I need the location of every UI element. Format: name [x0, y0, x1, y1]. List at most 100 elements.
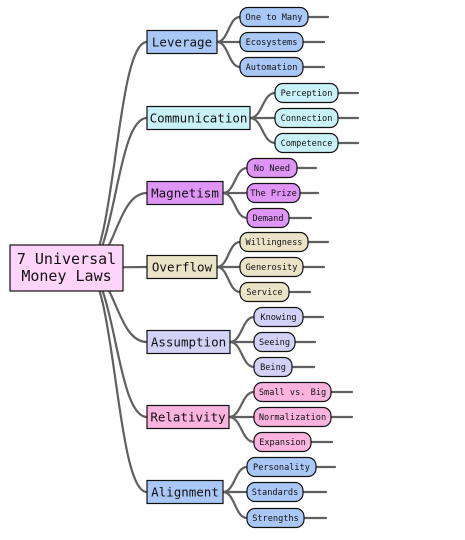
root-branch-connector: [82, 40, 149, 270]
leaf-label: Small vs. Big: [259, 388, 326, 398]
branch-leaf-connector: [227, 390, 256, 419]
leaf-label: Willingness: [246, 238, 303, 248]
leaf-node: Strengths: [246, 507, 305, 529]
leaf-box: [246, 182, 301, 204]
leaf-node: Generosity: [239, 256, 304, 278]
leaf-node: Automation: [239, 56, 304, 78]
branch-node-alignment: Alignment: [146, 479, 224, 505]
root-label-line: Money Laws: [21, 267, 111, 285]
leaf-box: [253, 406, 332, 428]
leaf-node: Seeing: [253, 331, 296, 353]
leaf-label: Personality: [253, 463, 310, 473]
leaf-node: Personality: [246, 456, 317, 478]
leaf-label: Generosity: [246, 263, 298, 273]
leaf-node: Knowing: [253, 306, 304, 328]
branch-leaf-connector: [221, 166, 249, 195]
root-label-line: 7 Universal: [17, 250, 116, 268]
leaf-node: Ecosystems: [239, 31, 304, 53]
branch-leaf-connector: [221, 465, 249, 494]
leaf-box: [253, 381, 332, 403]
leaf-box: [253, 356, 293, 378]
branch-leaf-connector: [228, 315, 256, 344]
branch-label: Overflow: [152, 260, 213, 275]
leaf-node: Normalization: [253, 406, 332, 428]
leaf-node: Demand: [246, 207, 290, 229]
branch-leaf-connector: [215, 40, 242, 69]
branch-node-overflow: Overflow: [146, 254, 218, 280]
leaf-box: [239, 6, 309, 28]
branch-label: Magnetism: [151, 186, 219, 201]
leaf-node: Competence: [274, 132, 339, 154]
leaf-node: Perception: [274, 82, 339, 104]
leaf-label: One to Many: [246, 13, 303, 23]
leaf-box: [239, 281, 290, 303]
leaf-node: No Need: [246, 157, 298, 179]
branch-box: [146, 29, 218, 55]
leaf-label: Ecosystems: [246, 38, 298, 48]
branch-node-assumption: Assumption: [146, 329, 231, 355]
leaf-label: Seeing: [259, 338, 290, 348]
branch-node-communication: Communication: [146, 105, 251, 131]
branch-label: Assumption: [151, 335, 226, 350]
leaf-box: [246, 207, 290, 229]
branch-node-relativity: Relativity: [146, 404, 230, 430]
leaf-box: [239, 31, 304, 53]
leaf-box: [274, 82, 339, 104]
branch-node-leverage: Leverage: [146, 29, 218, 55]
connectors: [82, 15, 360, 520]
branch-label: Communication: [150, 111, 248, 126]
leaf-label: The Prize: [250, 189, 297, 199]
leaf-node: Expansion: [253, 431, 312, 453]
leaf-label: Perception: [281, 89, 333, 99]
branch-box: [146, 404, 230, 430]
leaf-box: [239, 56, 304, 78]
branch-leaf-connector: [228, 340, 256, 369]
leaf-box: [246, 157, 298, 179]
leaf-label: No Need: [254, 164, 290, 174]
branch-box: [146, 180, 224, 206]
leaf-label: Competence: [281, 139, 333, 149]
leaf-node: One to Many: [239, 6, 309, 28]
leaf-node: Willingness: [239, 231, 309, 253]
branch-leaf-connector: [215, 15, 242, 44]
branch-box: [146, 254, 218, 280]
branch-leaf-connector: [215, 265, 242, 294]
leaf-label: Being: [260, 363, 286, 373]
leaf-label: Normalization: [259, 413, 326, 423]
branch-box: [146, 105, 251, 131]
leaf-node: Standards: [246, 481, 304, 503]
branch-label: Leverage: [152, 35, 212, 50]
leaf-box: [274, 132, 339, 154]
leaf-node: Service: [239, 281, 290, 303]
leaf-node: Small vs. Big: [253, 381, 332, 403]
root-branch-connector: [82, 266, 149, 494]
branch-leaf-connector: [248, 116, 277, 145]
leaf-box: [246, 481, 304, 503]
branch-box: [146, 479, 224, 505]
branch-leaf-connector: [221, 191, 249, 220]
leaf-box: [246, 507, 305, 529]
leaf-node: Being: [253, 356, 293, 378]
leaf-box: [274, 107, 339, 129]
branch-leaf-connector: [227, 415, 256, 444]
leaf-node: The Prize: [246, 182, 301, 204]
leaf-label: Connection: [281, 114, 333, 124]
leaf-box: [253, 306, 304, 328]
branch-leaf-connector: [248, 91, 277, 120]
leaf-label: Demand: [252, 214, 283, 224]
leaf-label: Strengths: [252, 514, 299, 524]
leaf-box: [239, 231, 309, 253]
leaf-label: Knowing: [260, 313, 296, 323]
branch-box: [146, 329, 231, 355]
root-box: [9, 244, 124, 292]
leaf-label: Automation: [246, 63, 298, 73]
leaf-label: Standards: [252, 488, 299, 498]
leaf-box: [253, 431, 312, 453]
branch-leaf-connector: [215, 240, 242, 269]
leaf-label: Expansion: [259, 438, 306, 448]
branch-label: Alignment: [151, 485, 219, 500]
branch-label: Relativity: [150, 410, 226, 425]
